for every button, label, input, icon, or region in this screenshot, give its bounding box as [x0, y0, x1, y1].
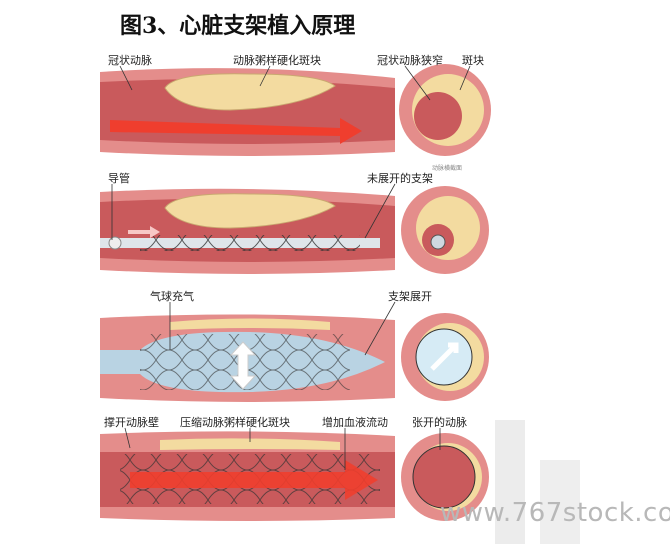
row3-balloon: [100, 313, 489, 402]
row2-catheter: [100, 186, 489, 274]
label-open-artery: 张开的动脉: [412, 416, 467, 429]
leader-lines: [111, 65, 471, 470]
stent-collapsed: [140, 235, 360, 251]
cross-section-caption: 动脉横截面: [432, 165, 463, 172]
label-catheter: 导管: [108, 172, 130, 185]
watermark-building: [540, 460, 580, 544]
label-stenosis: 冠状动脉狭窄: [377, 54, 443, 67]
label-prop-wall: 撑开动脉壁: [104, 416, 159, 429]
label-coronary-artery: 冠状动脉: [108, 54, 152, 67]
label-plaque: 动脉粥样硬化斑块: [233, 54, 321, 67]
watermark: www.767stock.com: [440, 498, 670, 528]
label-plaque-short: 斑块: [462, 54, 484, 67]
diagram-title: 图3、心脏支架植入原理: [120, 13, 356, 39]
blood-flow-arrow: [130, 460, 378, 500]
blood-flow-arrow: [110, 118, 362, 144]
row4-expanded: [100, 431, 489, 521]
label-balloon-inflation: 气球充气: [150, 290, 194, 303]
label-stent-expansion: 支架展开: [388, 290, 432, 303]
watermark-building: [495, 420, 525, 544]
label-unexpanded-stent: 未展开的支架: [367, 172, 433, 185]
label-compressed-plaque: 压缩动脉粥样硬化斑块: [180, 416, 290, 429]
row1-narrowed-artery: [100, 64, 491, 156]
label-increased-flow: 增加血液流动: [322, 416, 388, 429]
expand-arrow: [229, 341, 257, 390]
